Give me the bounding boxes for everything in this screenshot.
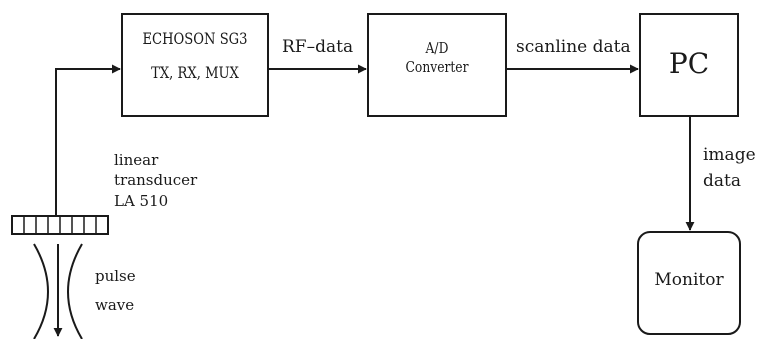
adc-label: A/D Converter [368, 39, 506, 77]
image-data-line1: image [703, 145, 756, 165]
transducer-line1: linear [114, 151, 159, 169]
adc-title: A/D [425, 39, 449, 57]
transducer-to-echoson-arrow [55, 64, 121, 216]
monitor-label: Monitor [654, 270, 724, 290]
rf-data-label: RF–data [282, 37, 354, 57]
pc-label: PC [668, 47, 710, 80]
transducer-line2: transducer [114, 171, 198, 190]
scanline-data-label: scanline data [516, 37, 631, 57]
transducer-label: linear transducer LA 510 [114, 151, 198, 210]
adc-subtitle: Converter [405, 58, 469, 77]
echoson-subtitle: TX, RX, MUX [151, 63, 239, 83]
pulse-line2: wave [95, 296, 135, 315]
image-data-label: image data [703, 145, 756, 191]
image-data-line2: data [703, 170, 741, 191]
transducer-line3: LA 510 [114, 191, 169, 210]
monitor-box [637, 231, 741, 335]
pulse-wave-beam [33, 243, 83, 339]
echoson-label: ECHOSON SG3 TX, RX, MUX [122, 29, 268, 83]
pulse-wave-label: pulse wave [95, 267, 136, 315]
pulse-line1: pulse [95, 267, 136, 285]
echoson-title: ECHOSON SG3 [142, 29, 248, 48]
transducer-array [11, 215, 109, 235]
echoson-box [121, 13, 269, 117]
adc-box [367, 13, 507, 117]
